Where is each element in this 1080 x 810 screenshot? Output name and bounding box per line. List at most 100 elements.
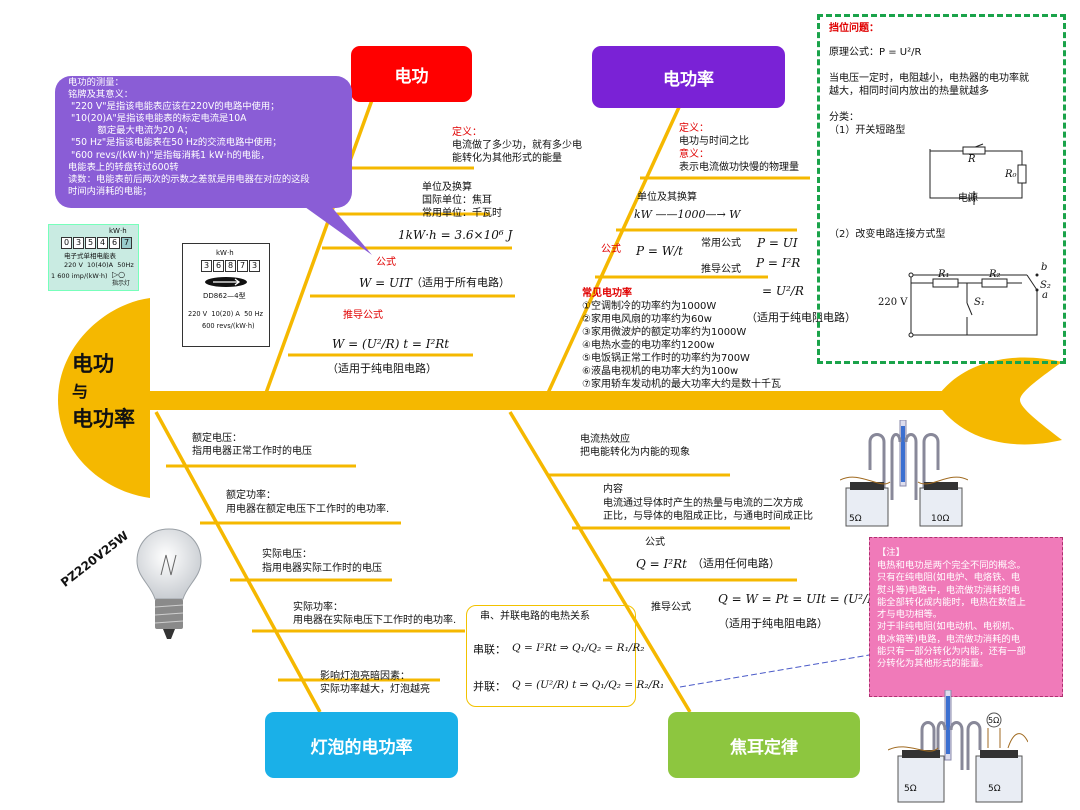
note-line: 对于非纯电阻(如电动机、电视机、	[877, 621, 1021, 633]
bulb-item-4-desc: 用电器在实际电压下工作时的电功率.	[293, 615, 457, 626]
meter-digit: 4	[97, 237, 108, 249]
gear-c1-r0: R₀	[1005, 169, 1017, 180]
power-meaning: 表示电流做功快慢的物理量	[679, 162, 799, 173]
gear-panel	[817, 14, 1066, 364]
power-common-item: ③家用微波炉的额定功率约为1000W	[582, 327, 747, 338]
meter-digit: 8	[225, 260, 236, 272]
power-derived-label: 推导公式	[701, 264, 741, 275]
bulb-item-1-desc: 指用电器正常工作时的电压	[192, 446, 312, 457]
bubble-line: 读数：电能表前后两次的示数之差就是用电器在对应的这段	[68, 173, 310, 185]
light-bulb-icon	[136, 528, 202, 639]
bulb-item-5-title: 影响灯泡亮暗因素：	[320, 671, 410, 682]
bubble-line: 铭牌及其意义：	[68, 89, 134, 101]
bubble-tail	[305, 205, 372, 255]
power-common-item: ⑥液晶电视机的电功率大约为100w	[582, 366, 739, 377]
meter1-imp: 1 600 imp/(kW·h)	[51, 272, 108, 280]
gear-classify: 分类：	[829, 112, 859, 123]
gear-c2-s2: S₂	[1040, 280, 1051, 291]
power-common-label: 常用公式	[701, 238, 741, 249]
joule-derived-note: （适用于纯电阻电路）	[718, 617, 828, 630]
meter-digit: 3	[249, 260, 260, 272]
head-dian-gong-lv[interactable]: 电功率	[592, 46, 785, 108]
power-common-item: ⑦家用轿车发动机的最大功率大约是数十千瓦	[582, 379, 781, 390]
apparatus-r1: 5Ω	[849, 514, 862, 524]
gear-c2-r2: R₂	[989, 269, 1001, 280]
meter2-revs: 600 revs/(kW·h)	[202, 322, 255, 330]
gear-circuit-1	[929, 143, 1027, 205]
joule-content-1: 电流通过导体时产生的热量与电流的二次方成	[603, 498, 803, 509]
gear-text-2: 越大，相同时间内放出的热量就越多	[829, 86, 989, 97]
power-meaning-label: 意义：	[679, 149, 709, 160]
meter-bubble-text: 电功的测量：铭牌及其意义： "220 V"是指该电能表应该在220V的电路中使用…	[68, 77, 310, 198]
head-bulb[interactable]: 灯泡的电功率	[265, 712, 458, 778]
meter-digit: 0	[61, 237, 72, 249]
meter2-model: DD862—4型	[203, 292, 246, 300]
joule-content-title: 内容	[603, 484, 623, 495]
work-derived-note: （适用于纯电阻电路）	[327, 362, 437, 375]
bulb-item-3-title: 实际电压：	[262, 549, 312, 560]
work-formula-label: 公式	[376, 257, 396, 268]
apparatus-r4: 5Ω	[904, 784, 917, 794]
series-parallel-title: 串、并联电路的电热关系	[480, 611, 590, 622]
work-unit-3: 常用单位：千瓦时	[422, 208, 502, 219]
joule-derived-label: 推导公式	[651, 602, 691, 613]
meter-digit: 7	[121, 237, 132, 249]
bubble-line: 电功的测量：	[68, 77, 124, 88]
gear-text-1: 当电压一定时，电阻越小，电热器的电功率就	[829, 73, 1029, 84]
gear-circuit-2	[908, 272, 1039, 338]
gear-principle: 原理公式：P = U²/R	[829, 47, 922, 58]
rib-joule	[508, 411, 692, 713]
note-line: 电热和电功是两个完全不同的概念。	[877, 560, 1026, 571]
power-common-item: ②家用电风扇的功率约为60w	[582, 314, 712, 325]
work-def-2: 能转化为其他形式的能量	[452, 153, 562, 164]
gear-c1-r: R	[968, 154, 976, 165]
meter1-lamp: 指示灯	[112, 280, 131, 287]
work-derived-label: 推导公式	[343, 310, 383, 321]
power-unit-formula: kW ——1000—→ W	[634, 208, 741, 221]
work-def-1: 电流做了多少功，就有多少电	[452, 140, 582, 151]
apparatus-r5: 5Ω	[988, 784, 1001, 794]
bubble-line: "50 Hz"是指该电能表在50 Hz的交流电路中使用；	[68, 137, 282, 149]
meter-digit: 7	[237, 260, 248, 272]
head-joule[interactable]: 焦耳定律	[668, 712, 860, 778]
meter-digit: 6	[213, 260, 224, 272]
series-label: 串联：	[473, 643, 506, 656]
meter-digit: 5	[85, 237, 96, 249]
apparatus-r3: 5Ω	[988, 716, 1000, 725]
series-parallel-box	[466, 605, 636, 707]
bubble-line: "600 revs/(kW·h)"是指每消耗1 kW·h的电能，	[68, 149, 270, 161]
bulb-stamp: PZ220V25W	[48, 528, 132, 598]
joule-apparatus-top	[840, 420, 968, 527]
bulb-item-5-desc: 实际功率越大，灯泡越亮	[320, 684, 430, 695]
meter1-name: 电子式单相电能表	[64, 252, 116, 260]
gear-type1: （1）开关短路型	[829, 125, 906, 136]
work-def-label: 定义：	[452, 127, 482, 138]
meter-bubble	[55, 76, 352, 208]
gear-c2-s1: S₁	[974, 297, 985, 308]
work-derived: W = (U²/R) t = I²Rt	[332, 337, 450, 351]
work-unit-formula: 1kW·h = 3.6×10⁶ J	[398, 228, 513, 242]
head-dian-gong[interactable]: 电功	[351, 46, 472, 102]
meter2-unit: kW·h	[216, 249, 234, 257]
rib-bulb	[154, 411, 322, 713]
parallel-formula: Q = (U²/R) t ⇒ Q₁/Q₂ = R₂/R₁	[512, 679, 665, 691]
joule-effect-desc: 把电能转化为内能的现象	[580, 447, 690, 458]
center-title-1: 电功	[72, 352, 114, 376]
bubble-line: 额定最大电流为20 A；	[68, 125, 194, 137]
power-common-item: ①空调制冷的功率约为1000W	[582, 301, 717, 312]
bubble-line: "10(20)A"是指该电能表的标定电流是10A	[68, 113, 247, 125]
power-formula-label: 公式	[601, 244, 621, 255]
gear-c2-b: b	[1041, 262, 1048, 273]
meter1-spec: 220 V 10(40)A 50Hz	[64, 261, 134, 269]
work-unit-2: 国际单位：焦耳	[422, 195, 492, 206]
note-title: 【注】	[877, 547, 905, 558]
joule-derived: Q = W = Pt = UIt = (U²/R) t	[718, 592, 890, 606]
bubble-line: 时间内消耗的电能；	[68, 185, 152, 197]
joule-effect-title: 电流热效应	[580, 434, 630, 445]
note-line: 熨斗等)电路中，电流做功消耗的电	[877, 584, 1021, 596]
